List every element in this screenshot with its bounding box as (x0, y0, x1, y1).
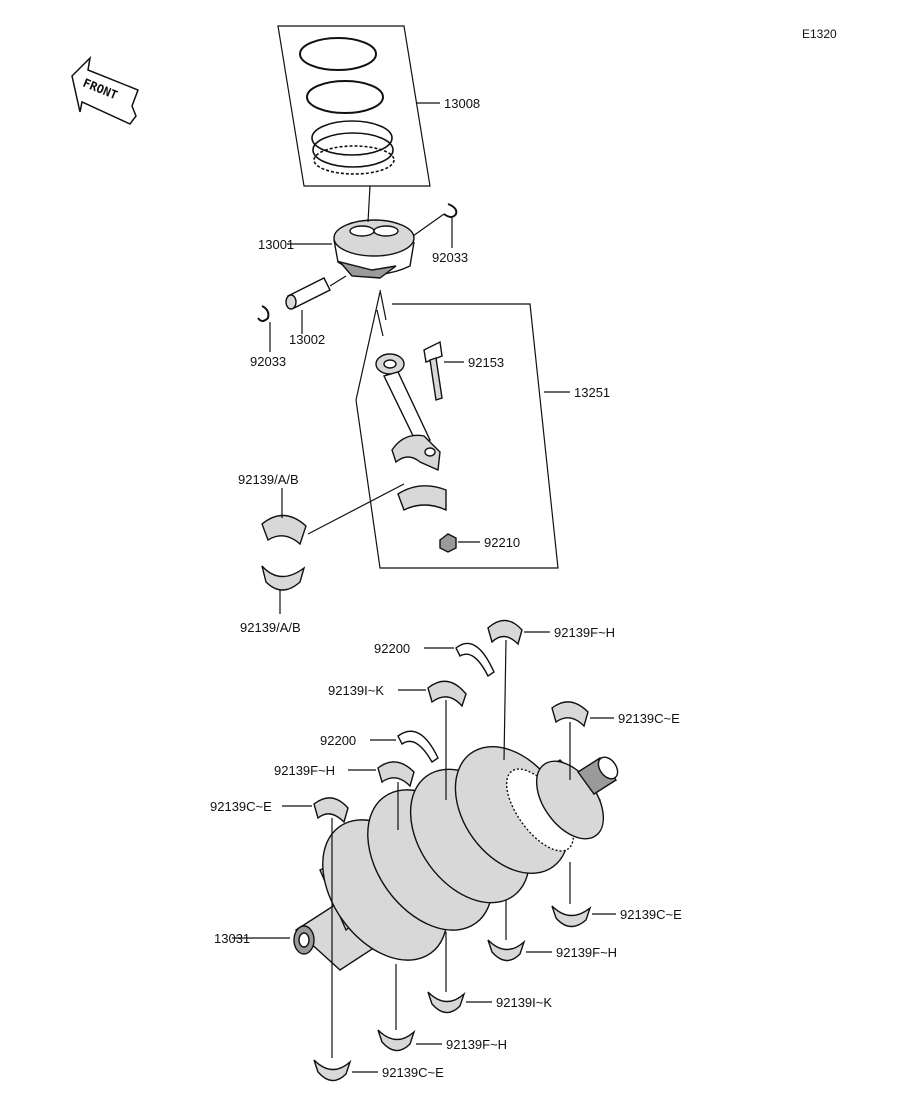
label-92139ab-upper: 92139/A/B (238, 472, 299, 487)
label-92139ce-top-left: 92139C~E (210, 799, 272, 814)
piston-pin (285, 277, 331, 310)
label-92210: 92210 (484, 535, 520, 550)
label-92153: 92153 (468, 355, 504, 370)
label-92139ab-lower: 92139/A/B (240, 620, 301, 635)
main-bearing-ik-bottom (427, 991, 466, 1014)
diagram-code: E1320 (802, 27, 837, 41)
main-bearing-ce-top-right (551, 701, 589, 728)
main-bearing-fh-bottom (377, 1029, 416, 1052)
label-92139ik-bottom: 92139I~K (496, 995, 552, 1010)
crankshaft (293, 746, 619, 971)
label-13001: 13001 (258, 237, 294, 252)
label-13002: 13002 (289, 332, 325, 347)
thrust-washer-mid (397, 730, 439, 763)
main-bearing-fh-mid (377, 761, 415, 788)
main-bearing-fh-bottom-right (487, 939, 526, 962)
label-92200-mid: 92200 (320, 733, 356, 748)
conrod-bearing-lower (261, 565, 306, 591)
piston-ring-set (277, 25, 431, 187)
front-arrow-icon: FRONT (71, 55, 139, 125)
label-92139ce-top-right: 92139C~E (618, 711, 680, 726)
connecting-rod (375, 353, 441, 472)
label-13251: 13251 (574, 385, 610, 400)
conrod-bearing-upper (261, 514, 307, 546)
label-13031: 13031 (214, 931, 250, 946)
main-bearing-ce-bottom (313, 1059, 352, 1082)
label-92139fh-bottom-right: 92139F~H (556, 945, 617, 960)
label-92139ce-bottom-right: 92139C~E (620, 907, 682, 922)
main-bearing-ce-top-left (313, 797, 349, 824)
label-92139fh-bottom: 92139F~H (446, 1037, 507, 1052)
label-92139fh-mid: 92139F~H (274, 763, 335, 778)
main-bearing-fh-top (487, 619, 523, 646)
circlip-right (443, 203, 458, 218)
label-13008: 13008 (444, 96, 480, 111)
thrust-washer-top (455, 642, 495, 678)
piston (333, 219, 415, 279)
conrod-bolt (423, 340, 443, 401)
label-92033-left: 92033 (250, 354, 286, 369)
main-bearing-ik-top (427, 680, 467, 708)
label-92139ik-top: 92139I~K (328, 683, 384, 698)
conrod-cap (397, 485, 447, 512)
label-92139ce-bottom: 92139C~E (382, 1065, 444, 1080)
circlip-left (257, 305, 270, 322)
label-92033-right: 92033 (432, 250, 468, 265)
label-92200-top: 92200 (374, 641, 410, 656)
label-92139fh-top: 92139F~H (554, 625, 615, 640)
conrod-nut (439, 533, 457, 553)
main-bearing-ce-bottom-right (551, 905, 592, 928)
